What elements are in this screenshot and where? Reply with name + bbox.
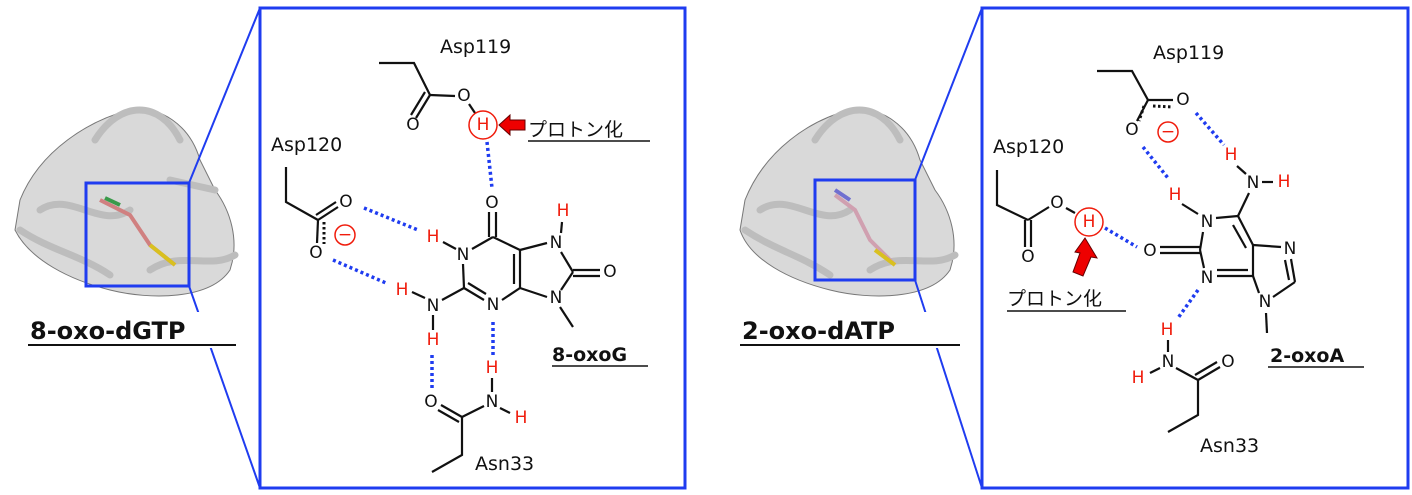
residue-asp120: Asp120 (993, 136, 1064, 158)
svg-text:H: H (515, 408, 528, 428)
svg-text:H: H (1169, 185, 1182, 205)
svg-text:H: H (1278, 172, 1291, 192)
arrow-icon (1072, 237, 1098, 277)
svg-text:O: O (1221, 352, 1234, 372)
svg-text:N: N (487, 295, 500, 315)
connector-line (914, 7, 983, 181)
detail-panel-left (258, 6, 687, 490)
residue-asn33: Asn33 (1200, 435, 1259, 457)
protein-structure-right (739, 106, 959, 297)
protein-structure-left (14, 106, 239, 297)
svg-text:O: O (1125, 120, 1138, 140)
svg-text:H: H (1161, 320, 1174, 340)
protein-label-8-oxo-dgtp: 8-oxo-dGTP (30, 317, 186, 345)
svg-text:N: N (1284, 239, 1297, 259)
svg-text:N: N (1259, 292, 1272, 312)
svg-text:N: N (1201, 268, 1214, 288)
svg-text:O: O (485, 193, 498, 213)
svg-text:O: O (603, 262, 616, 282)
residue-asp119: Asp119 (1153, 42, 1224, 64)
protonated-h-circle (1074, 207, 1104, 237)
svg-text:N: N (427, 296, 440, 316)
svg-text:N: N (457, 245, 470, 265)
svg-text:N: N (1162, 352, 1175, 372)
svg-text:H: H (1225, 145, 1238, 165)
connector-line (914, 279, 983, 489)
negative-charge: − (338, 225, 352, 245)
mechanism-2-oxoa: Asp119 O O − Asp120 O O H プロトン化 H N H H (993, 42, 1364, 457)
mechanism-8-oxog: Asp119 O O H プロトン化 Asp120 O O − (271, 36, 650, 475)
protein-label-2-oxo-datp: 2-oxo-dATP (742, 317, 895, 345)
residue-asn33: Asn33 (475, 453, 534, 475)
svg-text:H: H (396, 280, 409, 300)
ligand-label-8-oxog: 8-oxoG (552, 344, 627, 366)
svg-text:O: O (1050, 193, 1063, 213)
svg-text:N: N (550, 233, 563, 253)
svg-text:O: O (309, 243, 322, 263)
svg-text:N: N (1201, 212, 1214, 232)
residue-asp119: Asp119 (440, 36, 511, 58)
protonation-label: プロトン化 (1007, 288, 1102, 310)
svg-text:O: O (457, 86, 470, 106)
detail-panel-right (980, 6, 1410, 490)
svg-text:H: H (1132, 368, 1145, 388)
zoom-box-right (813, 178, 917, 282)
zoom-box-left (84, 181, 191, 288)
svg-text:H: H (477, 115, 490, 135)
protonated-h-circle (468, 110, 498, 140)
svg-text:O: O (1176, 90, 1189, 110)
arrow-icon (498, 113, 526, 137)
svg-text:H: H (427, 330, 440, 350)
svg-text:N: N (486, 392, 499, 412)
svg-text:N: N (550, 288, 563, 308)
svg-text:N: N (1247, 173, 1260, 193)
svg-text:O: O (1021, 247, 1034, 267)
negative-charge: − (1161, 122, 1175, 142)
svg-text:H: H (486, 358, 499, 378)
svg-text:O: O (406, 115, 419, 135)
ligand-label-2-oxoa: 2-oxoA (1270, 345, 1344, 367)
svg-text:O: O (339, 192, 352, 212)
svg-text:O: O (1143, 241, 1156, 261)
svg-text:H: H (1083, 212, 1096, 232)
residue-asp120: Asp120 (271, 134, 342, 156)
svg-text:H: H (557, 201, 570, 221)
svg-text:O: O (424, 392, 437, 412)
protonation-label: プロトン化 (528, 119, 623, 141)
connector-line (188, 7, 261, 184)
svg-text:H: H (427, 227, 440, 247)
